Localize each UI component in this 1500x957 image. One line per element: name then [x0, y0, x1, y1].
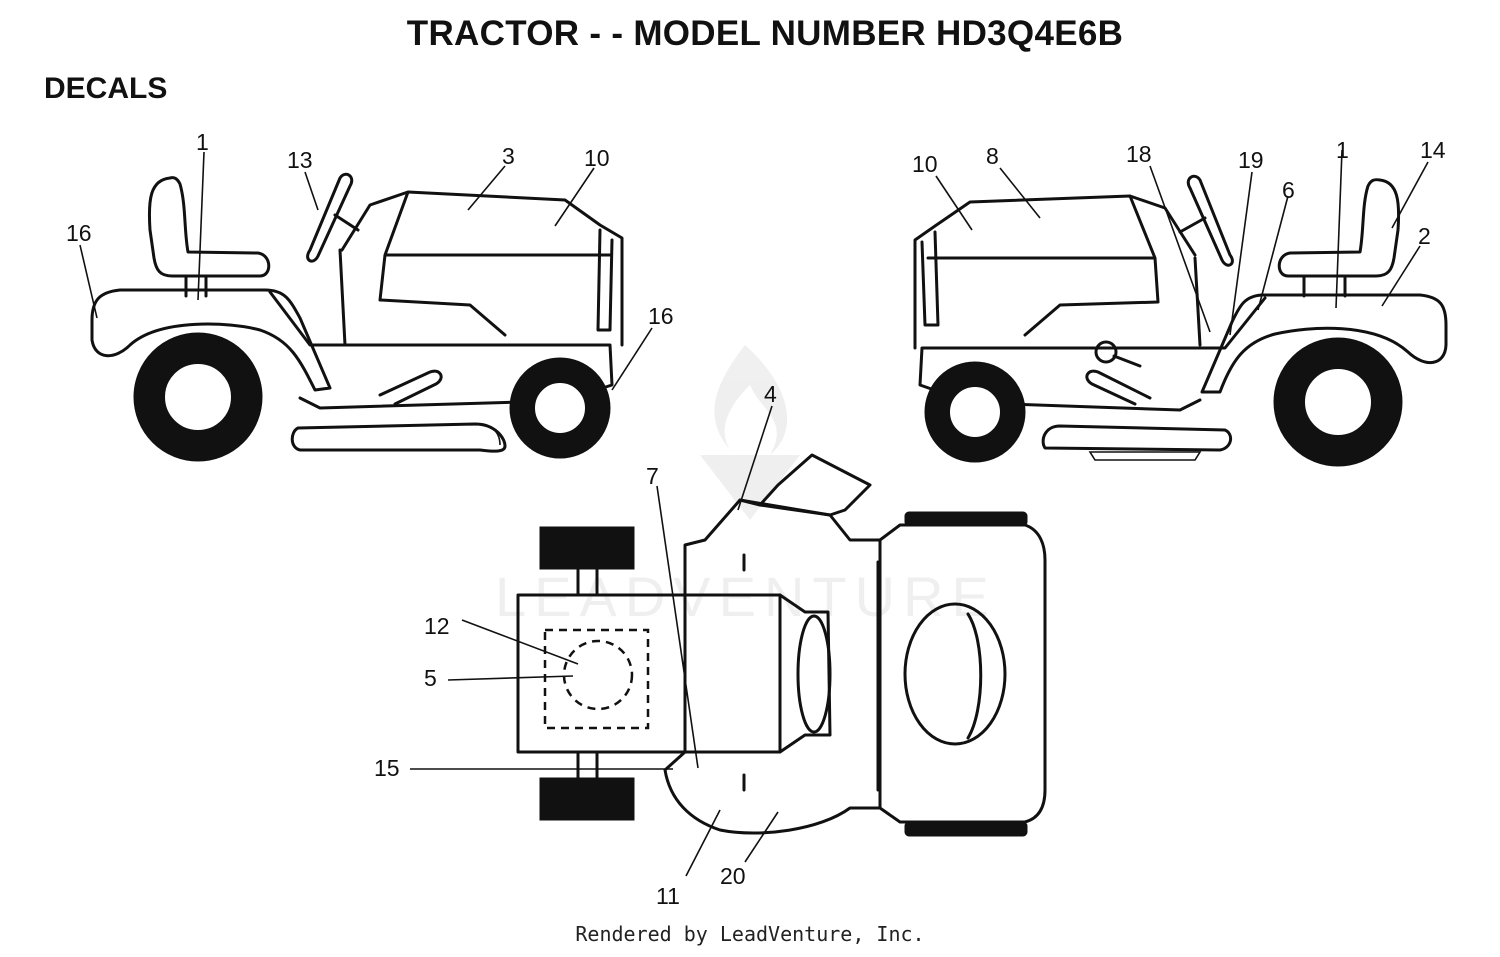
rear-tire-bottom — [539, 777, 635, 821]
callout-4-top: 4 — [764, 381, 777, 407]
hood — [340, 190, 624, 347]
callout-6-right: 6 — [1282, 177, 1295, 203]
front-tire-bottom — [904, 821, 1028, 837]
rear-tire-top — [539, 526, 635, 570]
callout-3-left: 3 — [502, 143, 515, 169]
callout-10-right: 10 — [912, 151, 938, 177]
lever-knob — [1094, 340, 1118, 364]
pedal — [378, 369, 443, 406]
front-tire-top — [904, 511, 1028, 527]
callout-18-right: 18 — [1126, 141, 1152, 167]
callout-8-right: 8 — [986, 143, 999, 169]
hood-right — [913, 194, 1197, 350]
callout-20-top: 20 — [720, 863, 746, 889]
callout-1-right: 1 — [1336, 137, 1349, 163]
seat-right — [1277, 178, 1401, 278]
mower-deck-right — [1041, 424, 1233, 452]
callout-16-front-left: 16 — [648, 303, 674, 329]
seat-top — [516, 593, 782, 754]
rear-fender — [90, 288, 332, 392]
hood-top — [878, 523, 1047, 824]
hood-vent — [903, 602, 1007, 746]
tractor-top-view — [516, 453, 1047, 837]
body-top — [663, 498, 882, 835]
callout-7-top: 7 — [646, 463, 659, 489]
tractor-right-side-view — [913, 174, 1448, 467]
callout-19-right: 19 — [1238, 147, 1264, 173]
callout-14-right: 14 — [1420, 137, 1446, 163]
watermark-flame-icon — [700, 345, 800, 520]
callout-13-left: 13 — [287, 147, 313, 173]
section-label: DECALS — [44, 72, 168, 105]
steering-column-top — [796, 614, 832, 734]
pedal-right — [1085, 369, 1152, 406]
dashed-decal-area — [543, 628, 650, 730]
steering-wheel — [306, 172, 354, 263]
frame-right — [918, 296, 1267, 394]
callout-10-left: 10 — [584, 145, 610, 171]
mower-deck — [290, 422, 507, 453]
callout-11-top: 11 — [656, 883, 680, 909]
callout-5-top: 5 — [424, 665, 437, 691]
tractor-left-side-view — [90, 172, 624, 462]
seat — [147, 176, 271, 278]
steering-wheel-right — [1186, 174, 1234, 267]
callout-16-rear-left: 16 — [66, 220, 92, 246]
footer-credit: Rendered by LeadVenture, Inc. — [575, 922, 925, 946]
callout-1-left: 1 — [196, 129, 209, 155]
callout-12-top: 12 — [424, 613, 450, 639]
callout-2-right: 2 — [1418, 223, 1431, 249]
callout-15-top: 15 — [374, 755, 400, 781]
page-title: TRACTOR - - MODEL NUMBER HD3Q4E6B — [406, 14, 1124, 53]
